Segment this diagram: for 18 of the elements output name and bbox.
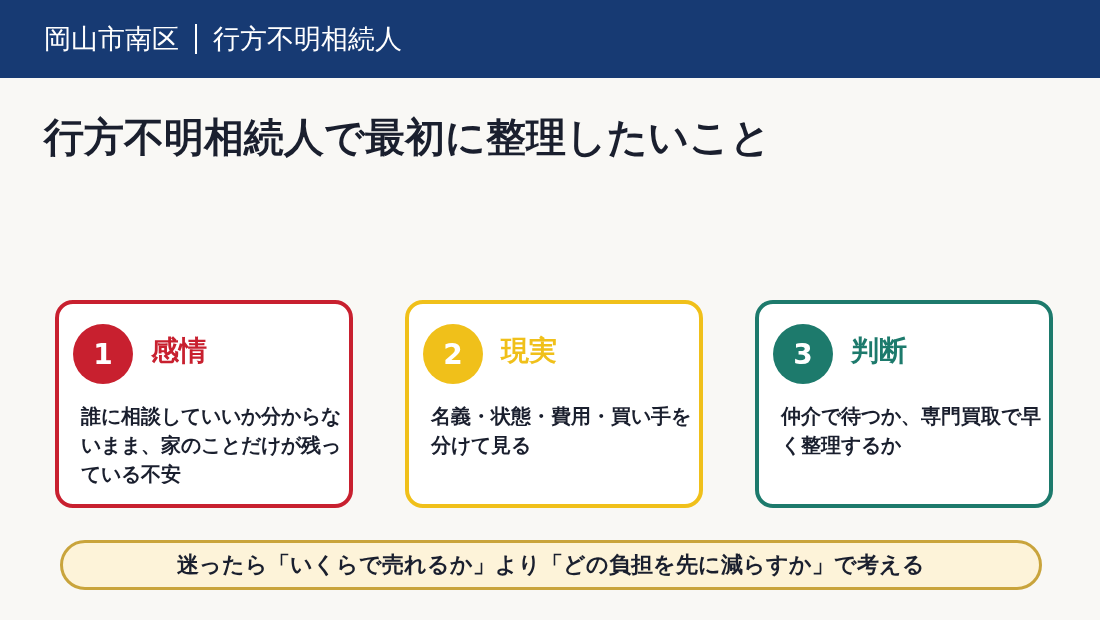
card-text: 名義・状態・費用・買い手を分けて見る	[431, 403, 692, 459]
header-text: 岡山市南区	[44, 22, 179, 56]
header-text: 行方不明相続人	[213, 22, 402, 56]
card-heading: 感情	[151, 334, 207, 368]
header-bar	[0, 0, 1100, 78]
card-text: 仲介で待つか、専門買取で早く整理するか	[781, 403, 1042, 459]
card-heading: 現実	[501, 334, 557, 368]
step-number: 3	[773, 324, 833, 384]
tip-text: 迷ったら「いくらで売れるか」より「どの負担を先に減らすか」で考える	[177, 551, 925, 579]
point-card	[55, 300, 353, 508]
card-heading: 判断	[851, 334, 907, 368]
slide-title: 行方不明相続人で最初に整理したいこと	[44, 113, 771, 162]
point-card	[405, 300, 703, 508]
step-number: 2	[423, 324, 483, 384]
card-text: 誰に相談していいか分からないまま、家のことだけが残っている不安	[81, 403, 342, 488]
tip-banner	[60, 540, 1042, 590]
point-card	[755, 300, 1053, 508]
step-number: 1	[73, 324, 133, 384]
